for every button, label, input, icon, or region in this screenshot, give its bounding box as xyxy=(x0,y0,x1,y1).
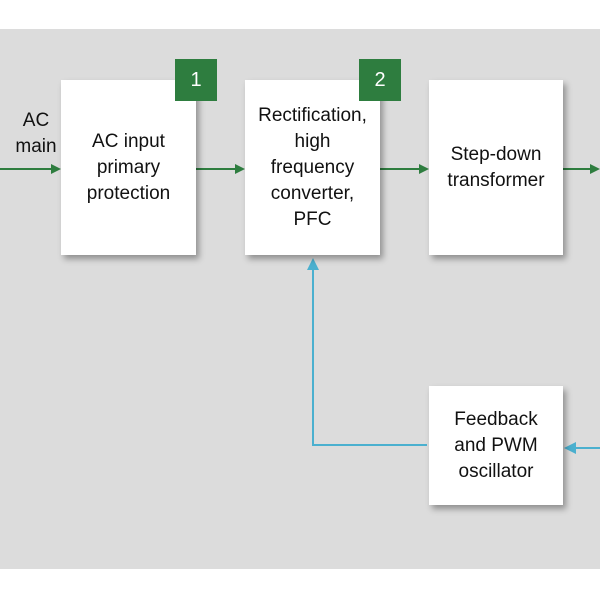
block-text-line: and PWM xyxy=(454,434,538,456)
step-down-transformer-block: Step-down transformer xyxy=(429,80,563,255)
step-badge-2: 2 xyxy=(359,59,401,101)
block-text-line: PFC xyxy=(293,208,332,230)
block-text-line: frequency xyxy=(270,156,355,178)
feedback-pwm-oscillator-block: Feedback and PWM oscillator xyxy=(429,386,563,505)
block-text-line: Feedback xyxy=(454,408,538,430)
ac-input-protection-block: AC input primary protection xyxy=(61,80,196,255)
block-text-line: Rectification, xyxy=(258,104,367,126)
ac-main-label-line1: AC xyxy=(22,110,50,131)
block-text-line: converter, xyxy=(270,182,355,204)
rectification-converter-block: Rectification, high frequency converter,… xyxy=(245,80,380,255)
feedback-loop-line xyxy=(307,258,427,446)
block-text-line: AC input xyxy=(92,130,165,152)
block-text-line: oscillator xyxy=(458,460,534,482)
block-text-line: transformer xyxy=(447,169,545,191)
ac-main-label-line2: main xyxy=(15,136,57,157)
block-text-line: Step-down xyxy=(450,143,542,165)
block-text-line: protection xyxy=(86,182,171,204)
block-text-line: primary xyxy=(96,156,161,178)
block-text-line: high xyxy=(294,130,331,152)
step-badge-1: 1 xyxy=(175,59,217,101)
ac-main-label: AC main xyxy=(2,108,70,160)
